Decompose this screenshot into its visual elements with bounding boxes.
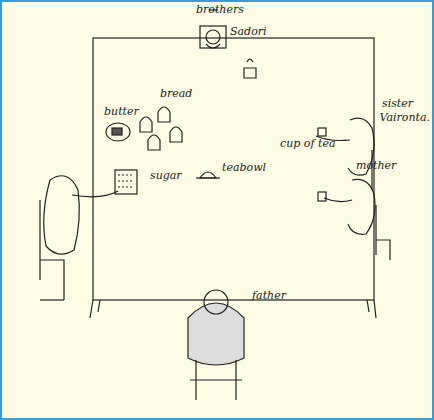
hand-label: bread bbox=[160, 88, 192, 100]
hand-label: butter bbox=[104, 106, 139, 118]
table bbox=[90, 38, 376, 318]
hand-label: father bbox=[252, 290, 286, 302]
sister-figure bbox=[316, 118, 374, 190]
hand-label: teabowl bbox=[222, 162, 266, 174]
hand-label: sugar bbox=[150, 170, 182, 182]
father-figure bbox=[188, 290, 244, 400]
hand-label: cup of tea bbox=[280, 138, 335, 150]
hand-label: brothers bbox=[196, 4, 244, 16]
hand-label: Vaironta. bbox=[380, 112, 430, 124]
left-figure bbox=[40, 176, 118, 300]
cup-top bbox=[244, 59, 256, 78]
hand-label: Sadori bbox=[230, 26, 267, 38]
food-items bbox=[106, 107, 220, 194]
hand-label: sister bbox=[382, 98, 413, 110]
hand-label: mother bbox=[356, 160, 396, 172]
mother-figure bbox=[318, 179, 390, 260]
